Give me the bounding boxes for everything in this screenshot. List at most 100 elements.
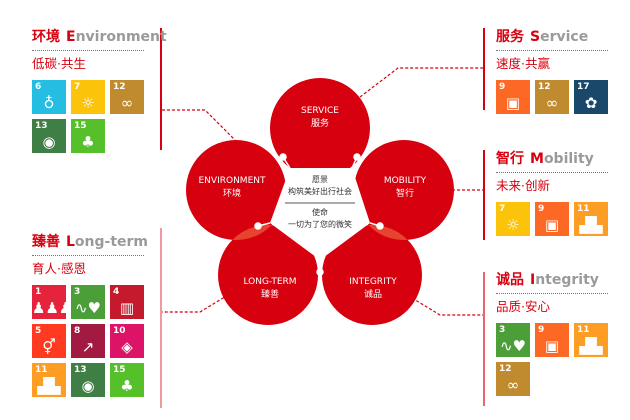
petal-integrity [322,225,422,325]
sdg-grid: 6♁7☼12∞ 13 ◉ 15 ♣ [32,80,152,153]
connector-lines [162,67,483,316]
sdg-number: 7 [74,82,81,92]
sdg-tile[interactable]: 12∞ [496,362,530,396]
title-initial: E [66,29,76,45]
sdg-icon: ▥ [119,299,135,317]
petal-en: MOBILITY [383,176,427,186]
sdg-number: 15 [74,121,87,131]
sdg-grid: 3∿♥9▣ 11 ▟▙ 12∞ [496,323,616,396]
dotted-divider [32,50,144,51]
sdg-tile[interactable]: 13◉ [71,363,105,397]
sdg-tile[interactable]: 12 ∞ [535,80,569,114]
divider-right-bottom [483,272,485,406]
sdg-icon: ◉ [42,133,56,151]
petal-cn: 诚品 [363,290,382,300]
sdg-tile[interactable]: 3∿♥ [71,285,105,319]
sdg-tile[interactable]: 15♣ [110,363,144,397]
sdg-icon: ☼ [506,216,520,234]
title-cn: 臻善 [32,234,60,250]
sdg-icon: ♟♟♟ [32,299,73,317]
dotted-divider [496,172,608,173]
petal-mobility [354,140,454,240]
title-rest: nvironment [75,29,167,45]
panel-subtitle: 未来·创新 [496,178,550,193]
sdg-number: 6 [35,82,42,92]
dotted-divider [496,50,608,51]
vision-text: 构筑美好出行社会 [288,187,352,196]
sdg-tile[interactable]: 1♟♟♟ [32,285,73,319]
sdg-tile[interactable]: 15 ♣ [71,119,105,153]
sdg-tile[interactable]: 4▥ [110,285,144,319]
sdg-icon: ∞ [545,94,559,112]
sdg-icon: ◈ [121,338,133,356]
sdg-tile[interactable]: 11▟▙ [574,202,608,236]
sdg-icon: ⚥ [42,338,56,356]
sdg-icon: ▟▙ [579,337,603,355]
petal-en: SERVICE [301,106,339,116]
sdg-tile[interactable]: 9▣ [535,323,569,357]
title-initial: L [66,234,75,250]
petal-service [270,78,370,178]
sdg-grid: 9▣ 12 ∞ 17✿ [496,80,616,114]
sdg-number: 5 [35,326,42,336]
sdg-number: 10 [113,326,126,336]
sdg-number: 11 [577,325,590,335]
node-dots [254,153,384,276]
sdg-tile[interactable]: 11 ▟▙ [32,363,66,397]
sdg-number: 13 [35,121,48,131]
sdg-grid: 1♟♟♟3∿♥4▥5⚥8↗10◈11▟▙13◉15♣ [32,285,152,397]
sdg-tile[interactable]: 9▣ [496,80,530,114]
sdg-icon: ✿ [584,94,598,112]
sdg-tile[interactable]: 7☼ [71,80,105,114]
sdg-tile[interactable]: 7☼ [496,202,530,236]
sdg-tile[interactable]: 12∞ [110,80,144,114]
sdg-icon: ▟▙ [37,377,61,395]
sdg-tile[interactable]: 9▣ [535,202,569,236]
sdg-tile[interactable]: 13 ◉ [32,119,66,153]
petal-label-integrity[interactable]: INTEGRITY 诚品 [333,276,413,302]
petal-en: ENVIRONMENT [198,176,266,186]
title-cn: 诚品 [496,272,524,288]
sdg-tile[interactable]: 6♁ [32,80,66,114]
petal-label-environment[interactable]: ENVIRONMENT 环境 [190,175,274,201]
petal-cn: 服务 [310,119,329,129]
title-cn: 智行 [496,151,524,167]
petal-cn: 臻善 [260,290,279,300]
petal-label-longterm[interactable]: LONG-TERM 臻善 [230,276,310,302]
petal-cn: 环境 [222,189,241,199]
sdg-icon: ↗ [81,338,95,356]
sdg-icon: ♣ [81,133,95,151]
petal-label-service[interactable]: SERVICE 服务 [280,105,360,131]
sdg-tile[interactable]: 3∿♥ [496,323,530,357]
sdg-icon: ▣ [505,94,521,112]
divider-left-bottom [160,228,162,408]
divider-left-top [160,28,162,150]
sdg-tile[interactable]: 5⚥ [32,324,66,358]
sdg-tile[interactable]: 11 ▟▙ [574,323,608,357]
center-pentagon [270,168,370,260]
sdg-number: 4 [113,287,120,297]
sdg-number: 11 [35,365,48,375]
sdg-number: 7 [499,204,506,214]
sdg-number: 12 [538,82,551,92]
title-initial: I [530,272,536,288]
sdg-number: 15 [113,365,126,375]
sdg-number: 9 [538,204,545,214]
sdg-tile[interactable]: 17✿ [574,80,608,114]
sdg-tile[interactable]: 10 ◈ [110,324,144,358]
sdg-number: 3 [74,287,81,297]
vision-label: 愿景 [312,175,328,184]
sdg-number: 11 [577,204,590,214]
sdg-tile[interactable]: 8↗ [71,324,105,358]
petal-en: LONG-TERM [243,277,297,287]
petal-en: INTEGRITY [349,277,397,287]
panel-subtitle: 育人·感恩 [32,261,86,276]
